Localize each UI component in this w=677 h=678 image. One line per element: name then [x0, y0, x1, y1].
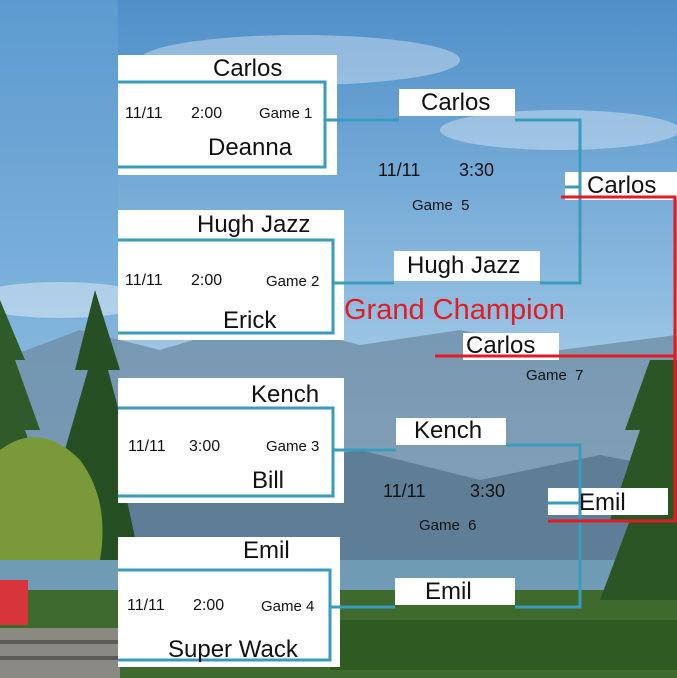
game1-date: 11/11: [125, 105, 163, 122]
game3-top-team: Kench: [251, 381, 320, 408]
game3-bottom-team: Bill: [252, 467, 285, 494]
game5-date: 11/11: [378, 160, 421, 180]
game3-date: 11/11: [128, 438, 166, 455]
game1-label: Game 1: [259, 105, 313, 122]
grand-champion-team: Carlos: [466, 332, 536, 359]
game6-bottom-team: Emil: [425, 578, 472, 605]
game2-top-team: Hugh Jazz: [197, 211, 311, 238]
final-bottom-team: Emil: [579, 489, 626, 516]
game4-label: Game 4: [261, 598, 315, 615]
game5-winner-top-box: [399, 89, 515, 116]
grand-champion-label: Grand Champion: [344, 294, 565, 326]
final-top-box: [565, 172, 677, 200]
game1-time: 2:00: [191, 105, 223, 122]
game6-date: 11/11: [383, 481, 426, 501]
game1-bottom-team: Deanna: [208, 134, 293, 161]
game6-label: Game 6: [419, 517, 477, 534]
game4-date: 11/11: [127, 597, 165, 614]
game2-time: 2:00: [191, 272, 223, 289]
game5-top-team: Carlos: [421, 89, 491, 116]
game5-label: Game 5: [412, 197, 470, 214]
final-game-label: Game 7: [526, 367, 584, 384]
game4-time: 2:00: [193, 597, 225, 614]
game5-time: 3:30: [459, 160, 495, 180]
game6-winner-bottom-box: [395, 578, 515, 605]
game2-label: Game 2: [266, 273, 320, 290]
game2-bottom-team: Erick: [223, 307, 277, 334]
game4-top-team: Emil: [243, 537, 290, 564]
game3-label: Game 3: [266, 438, 320, 455]
game1-top-team: Carlos: [213, 55, 283, 82]
game5-bottom-team: Hugh Jazz: [407, 252, 521, 279]
game6-top-team: Kench: [414, 417, 483, 444]
game4-bottom-team: Super Wack: [168, 636, 298, 663]
game6-winner-top-box: [396, 418, 506, 445]
game6-time: 3:30: [470, 481, 506, 501]
game2-date: 11/11: [125, 272, 163, 289]
final-top-team: Carlos: [587, 172, 657, 199]
game3-time: 3:00: [189, 438, 221, 455]
